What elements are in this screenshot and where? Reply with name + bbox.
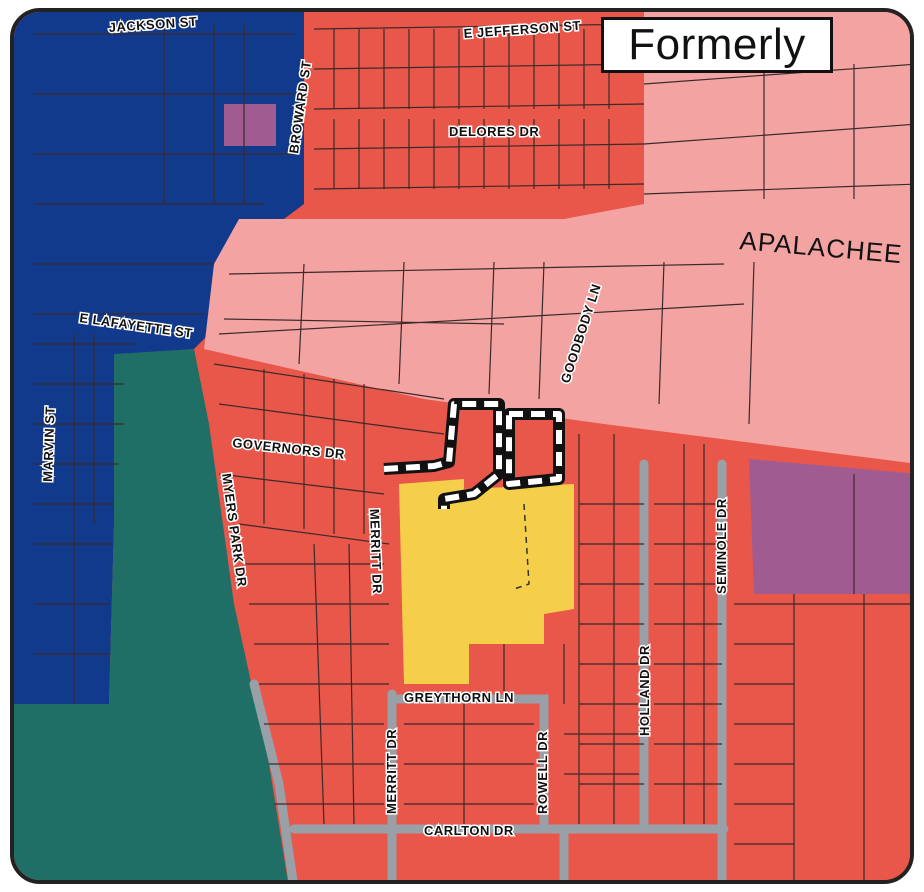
street-label-merritt-upper: MERRITT DR bbox=[367, 509, 385, 595]
map-frame: JACKSON ST E JEFFERSON ST BROWARD ST DEL… bbox=[10, 8, 914, 884]
street-label-delores: DELORES DR bbox=[449, 124, 539, 139]
roads bbox=[249, 459, 729, 880]
light-pink-zone bbox=[204, 12, 910, 463]
street-label-carlton: CARLTON DR bbox=[424, 823, 514, 838]
zoning-map: JACKSON ST E JEFFERSON ST BROWARD ST DEL… bbox=[14, 12, 910, 880]
purple-zone bbox=[749, 459, 910, 594]
purple-parcel bbox=[224, 104, 276, 146]
project-outline bbox=[383, 398, 565, 590]
street-label-greythorn: GREYTHORN LN bbox=[404, 690, 514, 705]
street-label-seminole: SEMINOLE DR bbox=[714, 498, 729, 594]
navy-zone bbox=[14, 12, 304, 704]
parcel-lines bbox=[34, 23, 910, 880]
street-label-merritt-lower: MERRITT DR bbox=[384, 729, 399, 814]
teal-zone bbox=[14, 349, 288, 880]
yellow-zone bbox=[399, 479, 574, 684]
street-label-rowell: ROWELL DR bbox=[535, 731, 550, 814]
map-title: Formerly bbox=[601, 17, 833, 73]
street-label-holland: HOLLAND DR bbox=[637, 645, 652, 736]
street-label-marvin: MARVIN ST bbox=[40, 406, 58, 482]
